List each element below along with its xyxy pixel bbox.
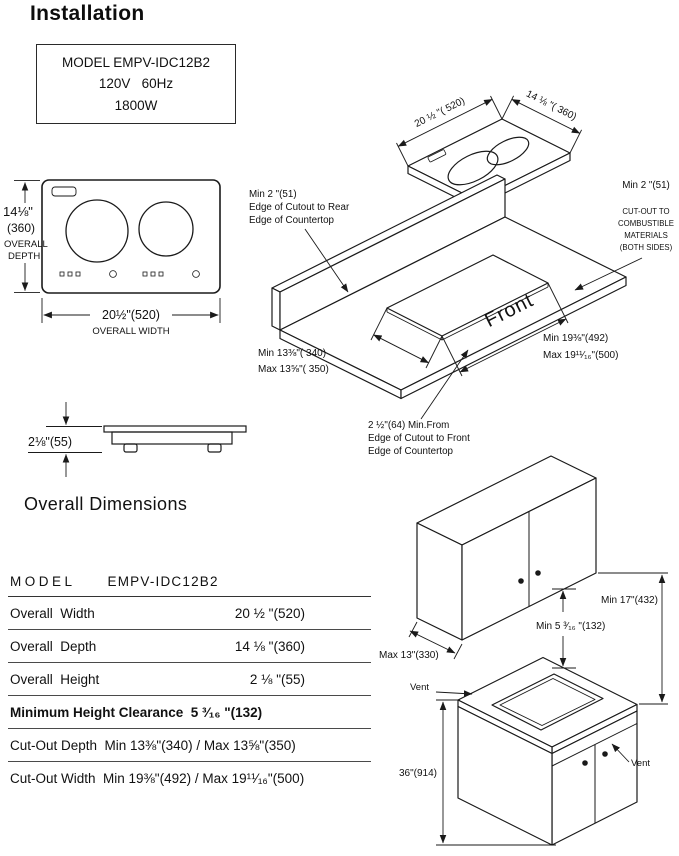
wall-cabinet-knob: [518, 578, 524, 584]
brand-logo-iso: [427, 149, 447, 163]
row-label: Overall Height: [10, 671, 100, 687]
clearance-dim: Min 5 ³⁄₁₆ "(132): [536, 621, 605, 632]
base-cabinet-knob: [602, 751, 608, 757]
width-dim-value: 20½"(520): [102, 308, 160, 322]
right-burner: [138, 201, 194, 257]
spec-header-model: EMPV-IDC12B2: [107, 573, 219, 589]
model-power: 1800W: [114, 97, 158, 113]
side-clearance-note-3: COMBUSTIBLE: [618, 219, 674, 228]
side-view-dimension-lines: [28, 402, 102, 477]
row-value: 20 ½ "(520): [234, 605, 305, 621]
base-cabinet-knob: [582, 760, 588, 766]
table-row: Cut-Out Width Min 19⅜"(492) / Max 19¹¹⁄₁…: [8, 762, 371, 794]
touch-controls: [59, 270, 200, 278]
vent-top-label: Vent: [410, 682, 429, 693]
counter-height-dim: 36"(914): [399, 768, 437, 779]
wall-cabinet-height-dim: Min 17"(432): [601, 595, 658, 606]
model-number: MODEL EMPV-IDC12B2: [61, 55, 211, 70]
iso-left-burner: [447, 150, 499, 186]
row-value: 14 ⅛ "(360): [234, 638, 305, 654]
row-value: 2 ⅛ "(55): [249, 671, 305, 687]
table-row: Minimum Height Clearance 5 ³⁄₁₆ "(132): [8, 696, 371, 729]
cooktop-plan-view: [41, 179, 221, 294]
side-clearance-note-5: (BOTH SIDES): [620, 243, 673, 252]
overall-dimensions-label: Overall Dimensions: [24, 494, 188, 514]
front-clearance-note-3: Edge of Countertop: [368, 446, 454, 457]
rear-clearance-note-2: Edge of Cutout to Rear: [249, 202, 350, 213]
side-clearance-note-1: Min 2 "(51): [622, 180, 670, 191]
cutout-width-max: Max 19¹¹⁄₁₆"(500): [543, 350, 618, 361]
row-text: Cut-Out Depth Min 13⅜"(340) / Max 13⅝"(3…: [10, 737, 296, 753]
iso-cooktop-dimension-lines: [396, 95, 583, 167]
iso-right-burner: [486, 136, 530, 166]
wall-cabinet-knob: [535, 570, 541, 576]
depth-dim-value: 14⅛": [3, 204, 33, 219]
iso-depth-dim: 14 ⅛ "( 360): [524, 89, 578, 123]
table-row: Overall Width 20 ½ "(520): [8, 597, 371, 630]
installed-cooktop-outline: [491, 673, 604, 731]
cabinet-drawing: [416, 455, 638, 846]
depth-dim-mm: (360): [7, 221, 35, 235]
page-title: Installation: [30, 2, 145, 25]
model-info-box: MODEL EMPV-IDC12B2 120V 60Hz 1800W: [36, 44, 236, 124]
side-clearance-note-4: MATERIALS: [624, 231, 668, 240]
plan-view-dimension-lines: [14, 180, 221, 323]
table-row: Overall Depth 14 ⅛ "(360): [8, 630, 371, 663]
wall-cabinet-depth-dim: Max 13"(330): [379, 650, 439, 661]
table-row: Overall Height 2 ⅛ "(55): [8, 663, 371, 696]
side-clearance-note-2: CUT-OUT TO: [622, 207, 669, 216]
cutout-width-min: Min 19⅜"(492): [543, 333, 608, 344]
cutout-depth-max: Max 13⅝"( 350): [258, 364, 329, 375]
spec-table-header: MODEL EMPV-IDC12B2: [8, 566, 371, 597]
model-electrical: 120V 60Hz: [98, 76, 174, 92]
iso-width-dim: 20 ½ "( 520): [413, 96, 467, 130]
row-text: Minimum Height Clearance 5 ³⁄₁₆ "(132): [10, 704, 263, 720]
cabinet-dimension-lines: [408, 572, 668, 846]
width-dim-label: OVERALL WIDTH: [92, 326, 169, 337]
row-label: Overall Width: [10, 605, 95, 621]
rear-clearance-note-1: Min 2 "(51): [249, 189, 297, 200]
depth-dim-label-2: DEPTH: [8, 251, 40, 262]
left-burner: [65, 199, 129, 263]
front-clearance-note-2: Edge of Cutout to Front: [368, 433, 470, 444]
depth-dim-label-1: OVERALL: [4, 239, 48, 250]
vent-front-label: Vent: [631, 758, 650, 769]
row-label: Overall Depth: [10, 638, 97, 654]
rear-clearance-note-3: Edge of Countertop: [249, 215, 335, 226]
brand-logo: [51, 186, 77, 197]
spec-header-label: MODEL: [10, 573, 76, 589]
countertop-dimension-lines: [304, 228, 643, 420]
table-row: Cut-Out Depth Min 13⅜"(340) / Max 13⅝"(3…: [8, 729, 371, 762]
height-dim-value: 2⅛"(55): [28, 435, 72, 449]
cooktop-side-view: [103, 425, 247, 453]
row-text: Cut-Out Width Min 19⅜"(492) / Max 19¹¹⁄₁…: [10, 770, 305, 786]
spec-table: MODEL EMPV-IDC12B2 Overall Width 20 ½ "(…: [8, 566, 371, 794]
cutout-depth-min: Min 13⅜"( 340): [258, 348, 326, 359]
front-clearance-note-1: 2 ½"(64) Min.From: [368, 420, 449, 431]
